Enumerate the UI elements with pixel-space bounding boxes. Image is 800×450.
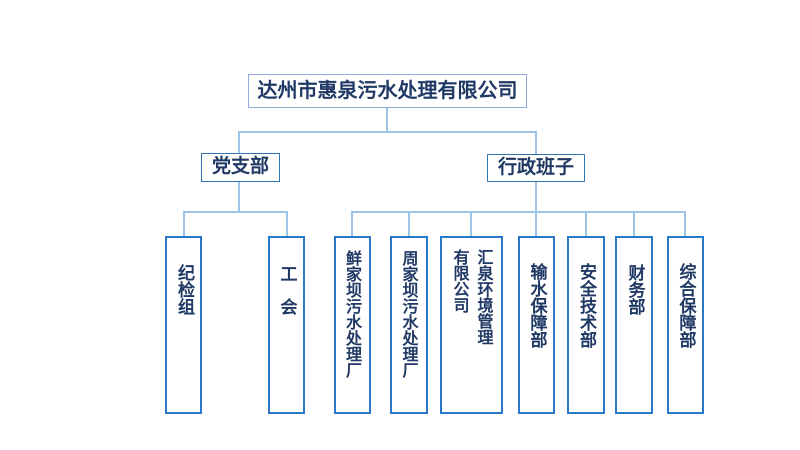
node-general-support-dept: 综合保障部 bbox=[667, 236, 704, 414]
connector-drop-admin bbox=[535, 131, 537, 154]
connector-admin-drop-6 bbox=[633, 211, 635, 236]
node-safety-technology-dept: 安全技术部 bbox=[567, 236, 605, 414]
connector-admin-stem bbox=[535, 182, 537, 212]
connector-admin-drop-4 bbox=[535, 211, 537, 236]
dept-label-line-2: 有限公司 bbox=[450, 249, 470, 313]
connector-drop-party bbox=[238, 131, 240, 153]
node-zhoujiaba-sewage-plant: 周家坝污水处理厂 bbox=[390, 236, 428, 414]
dept-label: 纪检组 bbox=[174, 264, 194, 315]
connector-party-drop-2 bbox=[286, 211, 288, 236]
dept-label: 工会 bbox=[276, 265, 297, 331]
connector-root-stem bbox=[386, 107, 388, 132]
dept-label: 安全技术部 bbox=[576, 263, 596, 348]
dept-label: 鲜家坝污水处理厂 bbox=[343, 250, 362, 378]
node-finance-dept: 财务部 bbox=[615, 236, 653, 414]
dept-label: 综合保障部 bbox=[675, 263, 696, 348]
connector-level1-bar bbox=[238, 131, 537, 133]
node-company-root: 达州市惠泉污水处理有限公司 bbox=[248, 74, 527, 108]
dept-label: 周家坝污水处理厂 bbox=[399, 250, 419, 378]
connector-party-bar bbox=[183, 211, 288, 213]
connector-party-drop-1 bbox=[183, 211, 185, 236]
node-admin-team: 行政班子 bbox=[487, 154, 585, 182]
connector-admin-drop-3 bbox=[470, 211, 472, 236]
node-discipline-inspection-group: 纪检组 bbox=[165, 236, 202, 414]
node-party-branch: 党支部 bbox=[201, 153, 280, 182]
connector-admin-drop-7 bbox=[684, 211, 686, 236]
node-xianjiaba-sewage-plant: 鲜家坝污水处理厂 bbox=[334, 236, 371, 414]
connector-admin-drop-5 bbox=[585, 211, 587, 236]
dept-label-line-1: 汇泉环境管理 bbox=[474, 249, 494, 345]
connector-admin-drop-1 bbox=[351, 211, 353, 236]
node-huiquan-environment-company: 汇泉环境管理 有限公司 bbox=[440, 236, 503, 414]
connector-admin-drop-2 bbox=[408, 211, 410, 236]
node-labor-union: 工会 bbox=[268, 236, 305, 414]
dept-label: 财务部 bbox=[624, 264, 645, 315]
node-water-transmission-support-dept: 输水保障部 bbox=[518, 236, 555, 414]
dept-label-columns: 汇泉环境管理 有限公司 bbox=[448, 249, 496, 345]
connector-party-stem bbox=[238, 182, 240, 212]
connector-admin-bar bbox=[351, 211, 686, 213]
dept-label: 输水保障部 bbox=[526, 263, 547, 348]
